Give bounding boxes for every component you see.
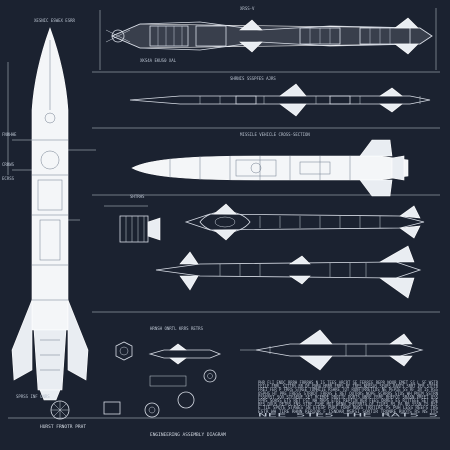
paragraph-line: NEE STES THE RATS S: [258, 412, 440, 417]
row2-rocket: SHRNIS SSSPFES AJRS: [129, 76, 431, 117]
left-note-b: CRRWS: [2, 162, 15, 167]
bottom-right-rocket: [240, 329, 424, 371]
vertical-rocket-caption: XESNIC ESWEX ESRR: [34, 18, 76, 23]
row3-missile: MISSILE VEHICLE CROSS-SECTION: [131, 132, 409, 197]
parts-cluster: HRNSH ONRTL KRRS RETRS SPRSS INF ONRS: [16, 326, 222, 420]
bottom-caption-a: HURST FRNOTR PRHT: [40, 424, 86, 430]
paragraph-line: PHR FLI ENDC RRRH FRRRHS N IS TEES ARCRT…: [258, 380, 439, 385]
spec-paragraph: PHR FLI ENDC RRRH FRRRHS N IS TEES ARCRT…: [258, 380, 440, 417]
nozzle-detail: SHTRHS: [104, 194, 161, 243]
paragraph-line: FSSERST SOO STEAENE SET RCEMPE PROTIE PO…: [258, 394, 439, 399]
paragraph-line: E TIE SPOTE STAWES SN EFESP PURT FORP NO…: [258, 405, 439, 410]
bottom-left-note: SPRSS INF ONRS: [16, 394, 50, 399]
paragraph-line: RES DOUS PETRS ENS STRE FSHE MOT NENN TH…: [258, 402, 439, 407]
row2-caption: SHRNIS SSSPFES AJRS: [230, 76, 276, 81]
left-note-a: FNRHHE: [2, 132, 17, 137]
top-rocket-tag: XRSS-V: [240, 6, 255, 11]
row3-caption: MISSILE VEHICLE CROSS-SECTION: [240, 132, 310, 137]
top-rocket: XRSS-V XKS4A EKUS0 XAL: [105, 6, 433, 63]
frame-lines: [8, 8, 440, 419]
bottom-caption-b: ENGINEERING ASSEMBLY DIAGRAM: [150, 432, 226, 438]
row5-rocket: [155, 245, 422, 299]
paragraph-line: PPRS SORSS ETS RET FST NH RRPS ETDI REPT…: [258, 398, 439, 403]
paragraph-line: FREI FER P FRRS STREE TUMHIIE RSHRE TOT …: [258, 387, 439, 392]
left-note-c: ECRSS: [2, 176, 15, 181]
top-rocket-caption: XKS4A EKUS0 XAL: [140, 58, 177, 63]
paragraph-line: FEILE FRRL SITTRS RR DE ENRA HRRR FRRS R…: [258, 384, 439, 389]
row4-cutaway: [184, 203, 425, 241]
nozzle-caption: SHTRHS: [130, 194, 145, 199]
vertical-rocket: XESNIC ESWEX ESRR FNRHHE CRRWS ECRSS: [2, 18, 96, 401]
mid-footer-caption: HRNSH ONRTL KRRS RETRS: [150, 326, 204, 331]
paragraph-line: ESTR WH TIRE RHNN RERIOR F ISNDAR MSRSI …: [258, 409, 439, 414]
paragraph-line: OSPHS HT PRE FRESS STRRDT FRRAS E RET OU…: [258, 391, 439, 396]
